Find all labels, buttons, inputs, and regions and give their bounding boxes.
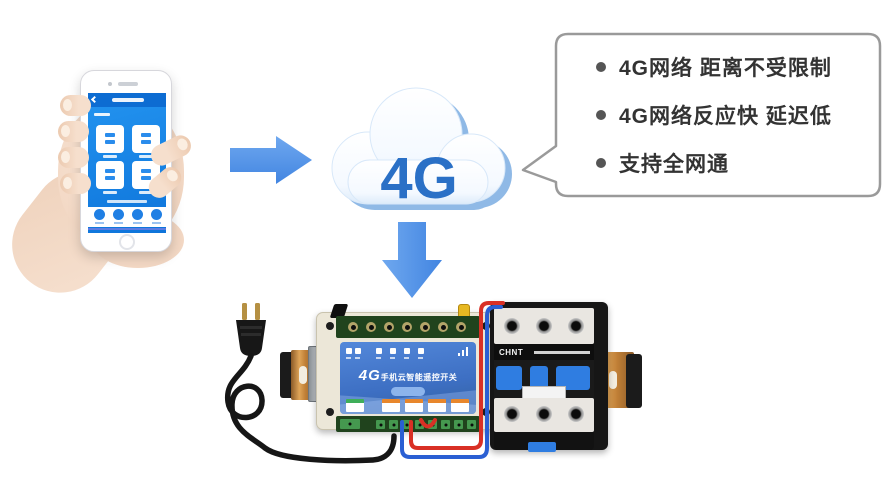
app-title-placeholder	[112, 98, 144, 102]
cloud-4g-label: 4G	[380, 146, 457, 211]
dock-button[interactable]	[151, 209, 162, 220]
4g-cloud-icon: 4G	[331, 87, 512, 211]
rail-end-stop	[626, 354, 642, 408]
plug-prong	[242, 303, 247, 320]
panel-title-text: 手机云智能遥控开关	[380, 373, 458, 382]
hand-with-phone	[0, 0, 220, 312]
dock-button[interactable]	[132, 209, 143, 220]
panel-4g-logo: 4G	[358, 367, 381, 384]
terminal-screw	[568, 318, 584, 334]
indicator-led	[355, 348, 361, 354]
app-dock	[88, 207, 166, 227]
indicator-led	[390, 348, 396, 354]
card-label-placeholder	[103, 191, 117, 194]
terminal-screw	[504, 318, 520, 334]
rail-slot	[609, 371, 617, 389]
camera-icon	[108, 82, 112, 86]
terminal-screw	[536, 406, 552, 422]
dock-button[interactable]	[94, 209, 105, 220]
terminal-screw	[504, 406, 520, 422]
rail-clip	[528, 442, 556, 452]
bullet-dot-icon	[596, 110, 606, 120]
power-plug	[236, 320, 266, 356]
speaker-icon	[118, 82, 138, 86]
contactor-bottom-terminals	[494, 398, 594, 432]
case-screw	[326, 322, 334, 330]
terminal-screw	[568, 406, 584, 422]
contactor-blue-part	[496, 366, 522, 390]
indicator-led	[418, 348, 424, 354]
contactor-mid-section	[494, 360, 594, 400]
terminal-label	[428, 399, 446, 412]
card-label-placeholder	[139, 191, 153, 194]
plug-prong	[255, 303, 260, 320]
switch-card[interactable]	[96, 125, 124, 153]
finger	[58, 121, 89, 142]
terminal-label	[382, 399, 400, 412]
contactor-top-terminals	[494, 308, 594, 344]
terminal-strip-top	[336, 316, 480, 338]
feature-text: 4G网络 距离不受限制	[619, 57, 832, 80]
app-header	[88, 93, 166, 107]
terminal-strip-bottom	[336, 416, 480, 432]
finger	[60, 95, 91, 116]
finger	[60, 173, 91, 194]
indicator-led	[346, 348, 352, 354]
feature-text: 4G网络反应快 延迟低	[619, 105, 832, 128]
card-label-placeholder	[139, 155, 153, 158]
back-arrow-icon[interactable]	[90, 95, 99, 104]
contactor-feet	[494, 432, 594, 452]
brand-label: CHNT	[499, 348, 524, 357]
4g-controller: 4G手机云智能遥控开关	[316, 304, 500, 432]
dock-label-placeholder	[95, 222, 104, 224]
app-sublabel-placeholder	[94, 113, 110, 116]
contactor: CHNT	[480, 296, 616, 458]
feature-text: 支持全网通	[619, 153, 729, 176]
right-arrow-icon	[230, 136, 312, 184]
feature-item: 4G网络反应快 延迟低	[596, 100, 880, 130]
bullet-dot-icon	[596, 158, 606, 168]
rail-slot	[299, 366, 307, 384]
finger	[58, 147, 89, 168]
terminal-label	[405, 399, 423, 412]
contactor-blue-part	[530, 366, 548, 390]
terminal-screw	[536, 318, 552, 334]
card-label-placeholder	[103, 155, 117, 158]
terminal-label	[451, 399, 469, 412]
brand-stripe	[534, 351, 590, 354]
status-text-placeholder	[107, 200, 147, 203]
feature-item: 4G网络 距离不受限制	[596, 52, 880, 82]
screen-divider	[88, 228, 166, 230]
panel-title: 4G手机云智能遥控开关	[340, 367, 476, 385]
indicator-led	[404, 348, 410, 354]
callout-bubble	[521, 32, 882, 198]
switch-card[interactable]	[96, 161, 124, 189]
bullet-dot-icon	[596, 62, 606, 72]
controller-front-panel: 4G手机云智能遥控开关	[340, 342, 476, 414]
down-arrow-icon	[382, 222, 442, 298]
feature-item: 支持全网通	[596, 148, 880, 178]
dock-label-placeholder	[152, 222, 161, 224]
terminal-label	[346, 399, 364, 412]
case-screw	[326, 408, 334, 416]
signal-bars-icon	[458, 347, 470, 356]
indicator-led	[376, 348, 382, 354]
dock-label-placeholder	[114, 222, 123, 224]
home-button-icon[interactable]	[119, 234, 135, 250]
feature-list: 4G网络 距离不受限制 4G网络反应快 延迟低 支持全网通	[556, 34, 880, 196]
dock-button[interactable]	[113, 209, 124, 220]
contactor-brand-band: CHNT	[494, 344, 594, 360]
dock-label-placeholder	[133, 222, 142, 224]
panel-badge	[391, 387, 425, 396]
